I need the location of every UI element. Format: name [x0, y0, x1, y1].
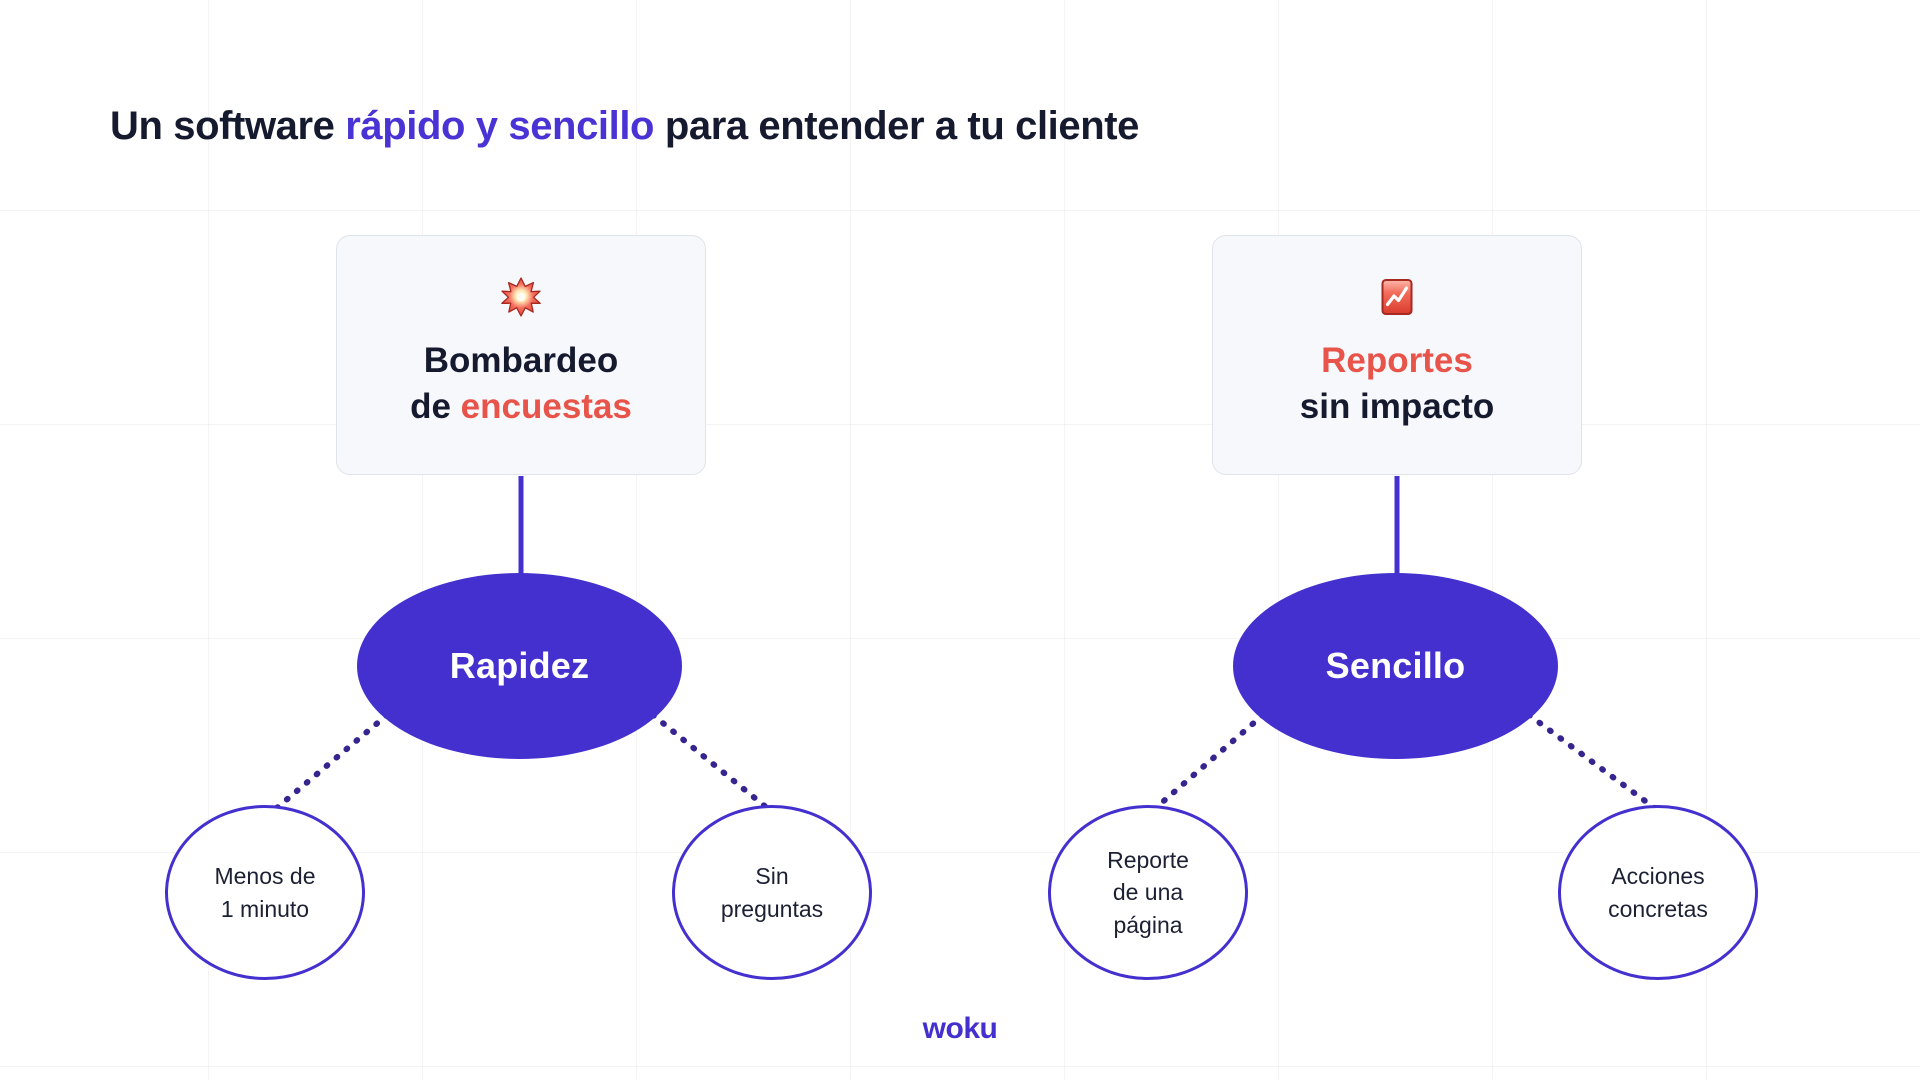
connector-hub-left-to-leaf-1: [269, 712, 390, 815]
card-bombardeo-line-2: de encuestas: [410, 384, 632, 430]
leaf-line: concretas: [1608, 895, 1708, 922]
title-text-before: Un software: [110, 104, 346, 148]
connector-hub-right-to-leaf-3: [1148, 712, 1266, 815]
leaf-sin-preguntas-label: Sin preguntas: [721, 860, 823, 925]
hub-rapidez[interactable]: Rapidez: [357, 573, 682, 759]
card-bombardeo-line-2-accent: encuestas: [460, 386, 632, 426]
leaf-line: Sin: [755, 862, 789, 889]
leaf-acciones-concretas[interactable]: Acciones concretas: [1558, 805, 1758, 980]
hub-sencillo[interactable]: Sencillo: [1233, 573, 1558, 759]
title-text-after: para entender a tu cliente: [654, 104, 1140, 148]
leaf-line: Reporte: [1107, 846, 1189, 873]
title-text-highlight: rápido y sencillo: [345, 104, 655, 148]
connector-hub-left-to-leaf-2: [650, 712, 775, 815]
card-bombardeo-line-2-prefix: de: [410, 386, 461, 426]
chart-increasing-icon: [1380, 277, 1414, 324]
leaf-line: Menos de: [214, 862, 316, 889]
card-reportes-sin-impacto[interactable]: Reportes sin impacto: [1212, 235, 1582, 475]
leaf-line: de una: [1112, 879, 1184, 906]
leaf-reporte-de-una-pagina-label: Reporte de una página: [1107, 844, 1189, 942]
collision-boom-icon: [501, 277, 541, 324]
leaf-menos-de-1-minuto[interactable]: Menos de 1 minuto: [165, 805, 365, 980]
leaf-acciones-concretas-label: Acciones concretas: [1608, 860, 1708, 925]
leaf-line: Acciones: [1611, 862, 1705, 889]
leaf-sin-preguntas[interactable]: Sin preguntas: [672, 805, 872, 980]
page-title: Un software rápido y sencillo para enten…: [110, 104, 1139, 149]
woku-logo: woku: [922, 1012, 998, 1045]
leaf-line: 1 minuto: [220, 895, 310, 922]
leaf-line: página: [1113, 911, 1183, 938]
leaf-reporte-de-una-pagina[interactable]: Reporte de una página: [1048, 805, 1248, 980]
hub-sencillo-label: Sencillo: [1325, 645, 1466, 686]
card-bombardeo-de-encuestas[interactable]: Bombardeo de encuestas: [336, 235, 706, 475]
card-reportes-line-2: sin impacto: [1299, 386, 1495, 426]
card-reportes-line-1: Reportes: [1321, 341, 1473, 380]
connector-hub-right-to-leaf-4: [1526, 712, 1663, 815]
leaf-menos-de-1-minuto-label: Menos de 1 minuto: [214, 860, 315, 925]
card-bombardeo-line-1: Bombardeo: [423, 341, 619, 380]
leaf-line: preguntas: [720, 895, 824, 922]
hub-rapidez-label: Rapidez: [449, 645, 590, 686]
